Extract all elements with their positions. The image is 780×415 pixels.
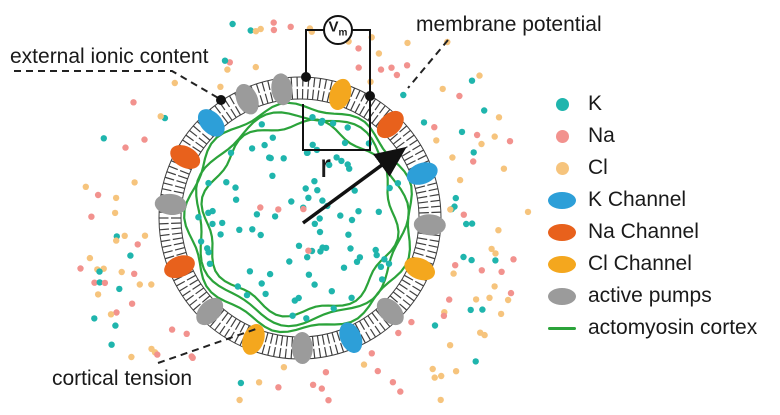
na-channel — [164, 255, 195, 279]
swatch-box — [546, 287, 578, 305]
legend-label-cl: Cl — [588, 156, 608, 179]
voltmeter-sub-m: m — [338, 27, 348, 39]
legend-label-na: Na — [588, 124, 615, 147]
swatch-box — [546, 191, 578, 209]
voltmeter-v: V — [328, 18, 339, 36]
legend-label-cl-channel: Cl Channel — [588, 252, 692, 275]
legend-item-active-pumps: active pumps — [546, 280, 757, 312]
label-cortical-tension: cortical tension — [52, 367, 193, 390]
active-pumps-swatch — [548, 287, 576, 305]
pointer-external-ionic-content — [14, 70, 221, 100]
label-pointers — [14, 39, 449, 364]
voltmeter-label: Vm — [329, 19, 348, 40]
k-channel — [406, 162, 438, 185]
legend: K Na Cl K Channel Na Channel Cl Channel … — [546, 88, 757, 344]
active-pump — [235, 83, 259, 115]
legend-item-actomyosin-cortex: actomyosin cortex — [546, 312, 757, 344]
label-membrane-potential: membrane potential — [416, 13, 602, 36]
label-external-ionic-content: external ionic content — [10, 45, 209, 68]
cl-ion-swatch — [555, 161, 569, 175]
cl-channel-swatch — [548, 255, 576, 273]
active-pump — [376, 297, 404, 326]
na-ion-swatch — [555, 129, 569, 143]
legend-label-k-channel: K Channel — [588, 188, 687, 211]
legend-label-na-channel: Na Channel — [588, 220, 699, 243]
radius-arrow — [301, 146, 407, 225]
legend-label-actomyosin-cortex: actomyosin cortex — [588, 316, 758, 339]
na-channel-swatch — [548, 223, 576, 241]
external-ions — [77, 19, 532, 404]
label-radius-r: r — [320, 147, 331, 184]
cl-channel — [404, 257, 435, 281]
k-ion-swatch — [555, 97, 569, 111]
swatch-box — [546, 129, 578, 143]
swatch-box — [546, 161, 578, 175]
active-pump — [154, 193, 187, 215]
k-channel-swatch — [548, 191, 576, 209]
legend-label-active-pumps: active pumps — [588, 284, 712, 307]
swatch-box — [546, 326, 578, 330]
electrode-dot — [301, 72, 311, 82]
pointer-dot — [216, 95, 226, 105]
pointer-membrane-potential — [407, 39, 449, 89]
legend-label-k: K — [588, 92, 603, 115]
legend-item-k: K — [546, 88, 757, 120]
active-pump — [413, 214, 446, 236]
legend-item-na-channel: Na Channel — [546, 216, 757, 248]
internal-ions — [195, 114, 402, 322]
membrane-channels — [154, 73, 446, 364]
voltmeter-circuit — [301, 15, 375, 151]
k-channel — [339, 322, 363, 353]
legend-item-cl-channel: Cl Channel — [546, 248, 757, 280]
na-channel — [170, 145, 201, 169]
active-pump — [196, 297, 224, 326]
pointer-cortical-tension — [157, 328, 257, 364]
active-pump — [271, 73, 293, 106]
cl-channel — [242, 323, 265, 355]
na-channel — [376, 110, 404, 139]
swatch-box — [546, 255, 578, 273]
electrode-dot — [365, 91, 375, 101]
legend-item-na: Na — [546, 120, 757, 152]
voltmeter-icon — [323, 15, 353, 45]
cl-channel — [329, 78, 352, 110]
k-channel — [197, 109, 225, 137]
legend-item-k-channel: K Channel — [546, 184, 757, 216]
legend-item-cl: Cl — [546, 152, 757, 184]
active-pump — [291, 332, 313, 364]
swatch-box — [546, 223, 578, 241]
actomyosin-cortex-swatch — [548, 326, 576, 330]
swatch-box — [546, 97, 578, 111]
